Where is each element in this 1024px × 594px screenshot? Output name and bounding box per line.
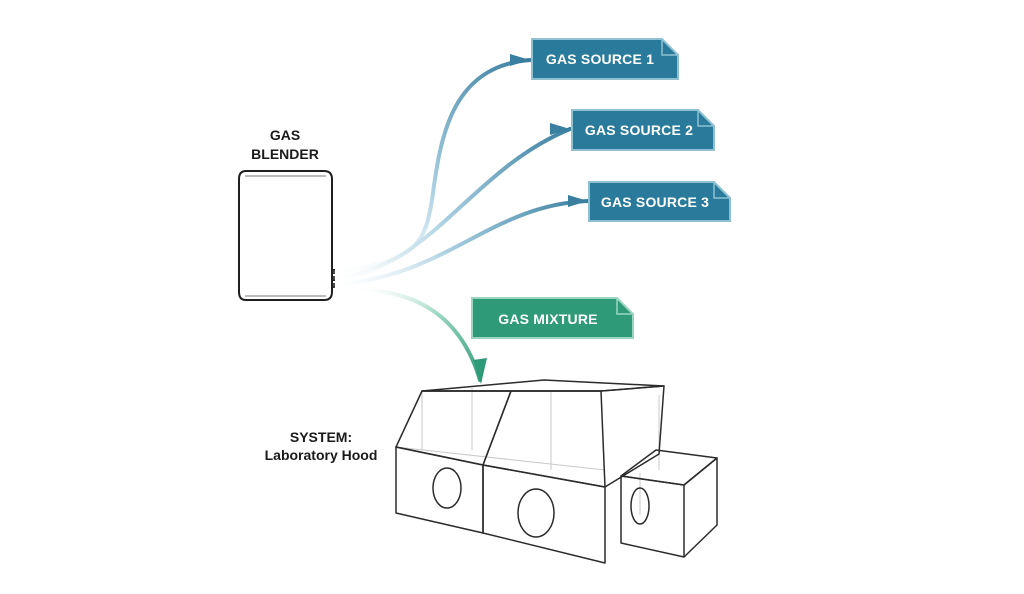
arrowhead-icon xyxy=(473,358,487,384)
source-hose-1 xyxy=(333,54,532,274)
system-title-line1: SYSTEM: xyxy=(290,429,352,445)
gas-source-1-label: GAS SOURCE 1 xyxy=(546,51,654,67)
gas-mixture-tag: GAS MIXTURE xyxy=(471,297,634,339)
gas-source-2-label: GAS SOURCE 2 xyxy=(585,122,693,138)
gas-blender-device xyxy=(238,170,335,301)
gas-source-3-label: GAS SOURCE 3 xyxy=(601,194,709,210)
glove-port xyxy=(432,467,462,509)
gas-mixture-label: GAS MIXTURE xyxy=(498,311,597,327)
arrowhead-icon xyxy=(550,123,570,135)
gas-source-3-tag: GAS SOURCE 3 xyxy=(588,181,731,222)
blender-title-line2: BLENDER xyxy=(251,146,319,162)
mixture-hose xyxy=(333,286,487,384)
blender-title-line1: GAS xyxy=(270,127,300,143)
gas-source-2-tag: GAS SOURCE 2 xyxy=(571,109,715,151)
arrowhead-icon xyxy=(568,195,588,207)
antechamber-port xyxy=(630,487,650,525)
source-hose-2 xyxy=(333,123,572,280)
gas-source-1-tag: GAS SOURCE 1 xyxy=(531,38,679,80)
laboratory-hood xyxy=(395,379,718,564)
glove-port xyxy=(517,488,555,538)
source-hose-3 xyxy=(333,195,590,287)
system-title-line2: Laboratory Hood xyxy=(265,447,378,463)
arrowhead-icon xyxy=(510,54,530,66)
